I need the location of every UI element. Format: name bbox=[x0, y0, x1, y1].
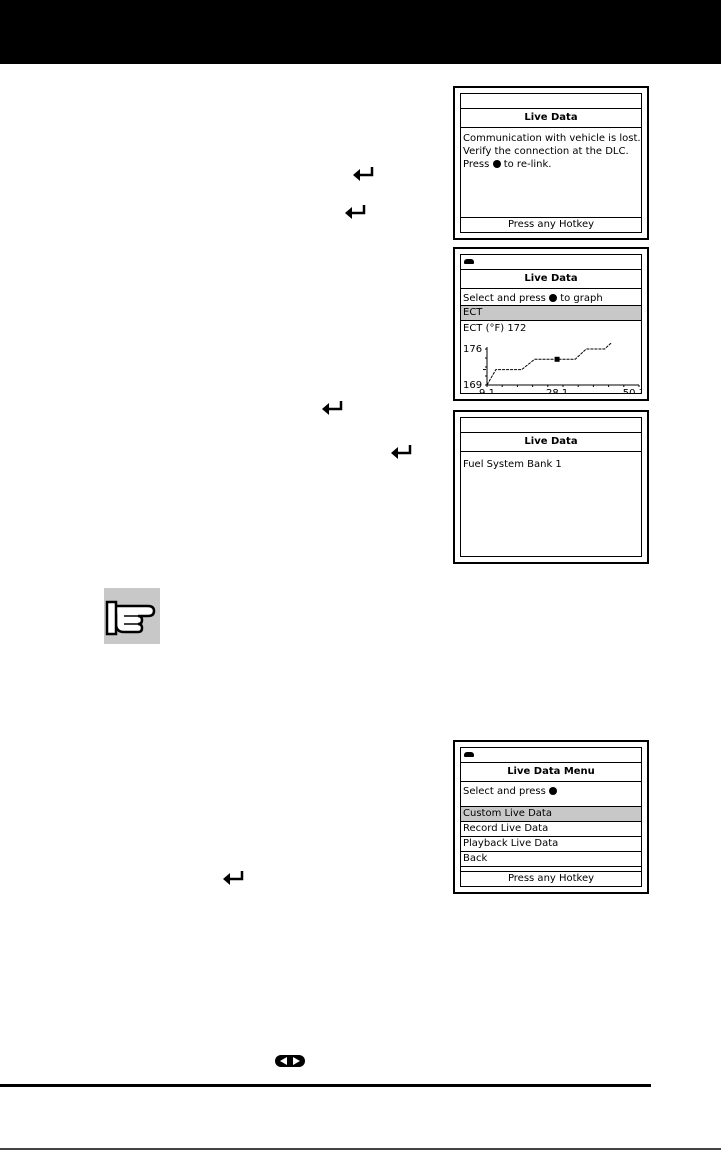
enter-key-icon bbox=[391, 445, 412, 459]
menu-item-record-live-data[interactable]: Record Live Data bbox=[461, 822, 641, 837]
press-label: Press bbox=[463, 159, 490, 170]
note-hand-icon bbox=[104, 588, 160, 644]
device-screen-graph: Live Data Select and press to graph ECT … bbox=[453, 247, 649, 401]
relink-line: Press to re-link. bbox=[461, 158, 641, 171]
screen-status-strip bbox=[461, 418, 641, 433]
left-right-arrow-icon bbox=[275, 1055, 305, 1067]
footer-rule bbox=[0, 1084, 651, 1087]
hotkey-prompt: Press any Hotkey bbox=[461, 217, 641, 232]
device-screen-live-data-menu: Live Data Menu Select and press Custom L… bbox=[453, 740, 649, 894]
vehicle-icon bbox=[464, 259, 474, 264]
enter-button-icon bbox=[549, 294, 558, 302]
screen-title: Live Data bbox=[461, 433, 641, 452]
graph-cursor bbox=[554, 356, 560, 362]
pid-reading: ECT (°F) 172 bbox=[463, 323, 527, 334]
y-tick-label: 169 bbox=[463, 380, 482, 391]
select-prompt: Select and press bbox=[461, 785, 641, 798]
enter-key-icon bbox=[345, 205, 366, 219]
screen-status-strip bbox=[461, 255, 641, 270]
enter-button-icon bbox=[492, 160, 501, 168]
enter-button-icon bbox=[549, 787, 558, 795]
enter-key-icon bbox=[223, 871, 244, 885]
screen-status-strip bbox=[461, 748, 641, 763]
device-screen-connection-lost: Live Data Communication with vehicle is … bbox=[453, 86, 649, 240]
ect-series-line bbox=[486, 343, 612, 386]
message-line: Communication with vehicle is lost. bbox=[463, 133, 641, 144]
screen-title: Live Data Menu bbox=[461, 763, 641, 782]
enter-key-icon bbox=[353, 167, 374, 181]
menu-item-playback-live-data[interactable]: Playback Live Data bbox=[461, 837, 641, 852]
enter-key-icon bbox=[322, 401, 343, 415]
select-prompt: Select and press to graph bbox=[461, 292, 641, 305]
vehicle-icon bbox=[464, 752, 474, 757]
device-screen-fuel-system: Live Data Fuel System Bank 1 bbox=[453, 410, 649, 564]
relink-label: to re-link. bbox=[503, 159, 552, 170]
screen-status-strip bbox=[461, 94, 641, 109]
x-tick-label: 50.3 bbox=[623, 388, 642, 394]
prompt-label: Select and press bbox=[463, 293, 546, 304]
message-line: Verify the connection at the DLC. bbox=[463, 146, 629, 157]
header-bar bbox=[0, 0, 721, 64]
x-tick-label: 9.1 bbox=[479, 388, 495, 394]
screen-title: Live Data bbox=[461, 109, 641, 128]
menu-item-back[interactable]: Back bbox=[461, 852, 641, 867]
prompt-label: Select and press bbox=[463, 786, 546, 797]
x-tick-label: 28.1 bbox=[546, 388, 568, 394]
page-bottom-rule bbox=[0, 1148, 721, 1150]
screen-title: Live Data bbox=[461, 270, 641, 289]
prompt-suffix: to graph bbox=[560, 293, 603, 304]
hotkey-prompt: Press any Hotkey bbox=[461, 871, 641, 886]
selected-pid[interactable]: ECT bbox=[461, 305, 641, 321]
y-tick-label: 176 bbox=[463, 344, 482, 355]
fuel-system-item: Fuel System Bank 1 bbox=[463, 459, 562, 470]
menu-item-custom-live-data[interactable]: Custom Live Data bbox=[461, 806, 641, 822]
